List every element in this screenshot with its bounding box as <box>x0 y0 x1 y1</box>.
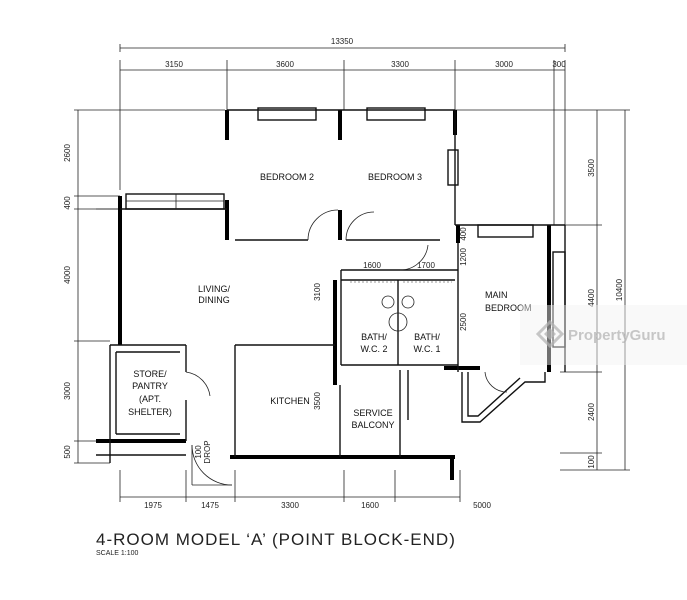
dim-left: 400 <box>63 196 72 210</box>
room-bath-2-line-2: W.C. 2 <box>360 344 387 354</box>
dim-left: 4000 <box>63 266 72 284</box>
dim-top-total: 13350 <box>331 37 354 46</box>
dim-top: 3150 <box>165 60 183 69</box>
dim-interior: 3100 <box>313 283 322 301</box>
room-living-line-1: LIVING/ <box>198 284 231 294</box>
dim-top: 300 <box>552 60 566 69</box>
dim-bottom: 3300 <box>281 501 299 510</box>
bath-fixtures <box>350 281 452 332</box>
windows <box>125 107 566 348</box>
room-service-line-1: SERVICE <box>353 408 392 418</box>
room-living-line-2: DINING <box>198 295 230 305</box>
dim-top: 3000 <box>495 60 513 69</box>
dim-bottom: 1475 <box>201 501 219 510</box>
dim-left: 3000 <box>63 382 72 400</box>
room-main-bedroom-line-1: MAIN <box>485 290 508 300</box>
dim-bottom: 1600 <box>361 501 379 510</box>
drop-label: DROP <box>203 440 212 463</box>
dim-interior: 3500 <box>313 392 322 410</box>
room-bedroom-2: BEDROOM 2 <box>260 172 314 182</box>
dim-right-total: 10400 <box>615 278 624 301</box>
dim-interior: 1200 <box>459 248 468 266</box>
room-kitchen: KITCHEN <box>270 396 310 406</box>
dim-left: 2600 <box>63 144 72 162</box>
dim-interior: 1700 <box>417 261 435 270</box>
room-bath-2-line-1: BATH/ <box>361 332 387 342</box>
dim-right: 100 <box>587 455 596 469</box>
propertyguru-logo-icon <box>535 319 565 349</box>
dimension-lines <box>74 44 630 502</box>
dim-interior: 400 <box>459 227 468 241</box>
dim-interior: 2500 <box>459 313 468 331</box>
dim-top: 3600 <box>276 60 294 69</box>
dim-bottom: 1975 <box>144 501 162 510</box>
room-bath-1-line-2: W.C. 1 <box>413 344 440 354</box>
room-bath-1-line-1: BATH/ <box>414 332 440 342</box>
watermark: PropertyGuru <box>520 305 687 365</box>
dim-right: 3500 <box>587 159 596 177</box>
room-store-line-1: STORE/ <box>133 369 167 379</box>
dimension-labels: 13350 3150 3600 3300 3000 300 2600 400 4… <box>63 37 624 510</box>
dim-right: 2400 <box>587 403 596 421</box>
plan-scale: SCALE 1:100 <box>96 550 139 557</box>
room-service-line-2: BALCONY <box>351 420 394 430</box>
room-store-line-4: SHELTER) <box>128 407 172 417</box>
dim-left: 500 <box>63 445 72 459</box>
door-swings <box>185 209 508 486</box>
room-labels: BEDROOM 2 BEDROOM 3 LIVING/ DINING MAIN … <box>128 172 531 430</box>
watermark-text: PropertyGuru <box>568 327 666 344</box>
dim-interior: 100 <box>194 445 203 459</box>
dim-top: 3300 <box>391 60 409 69</box>
room-main-bedroom-line-2: BEDROOM <box>485 303 532 313</box>
plan-title: 4-ROOM MODEL ‘A’ (POINT BLOCK-END) <box>96 530 456 549</box>
room-store-line-3: (APT. <box>139 394 161 404</box>
walls <box>96 109 566 480</box>
room-store-line-2: PANTRY <box>132 381 168 391</box>
room-bedroom-3: BEDROOM 3 <box>368 172 422 182</box>
dim-interior: 1600 <box>363 261 381 270</box>
dim-bottom: 5000 <box>473 501 491 510</box>
dim-right: 4400 <box>587 289 596 307</box>
